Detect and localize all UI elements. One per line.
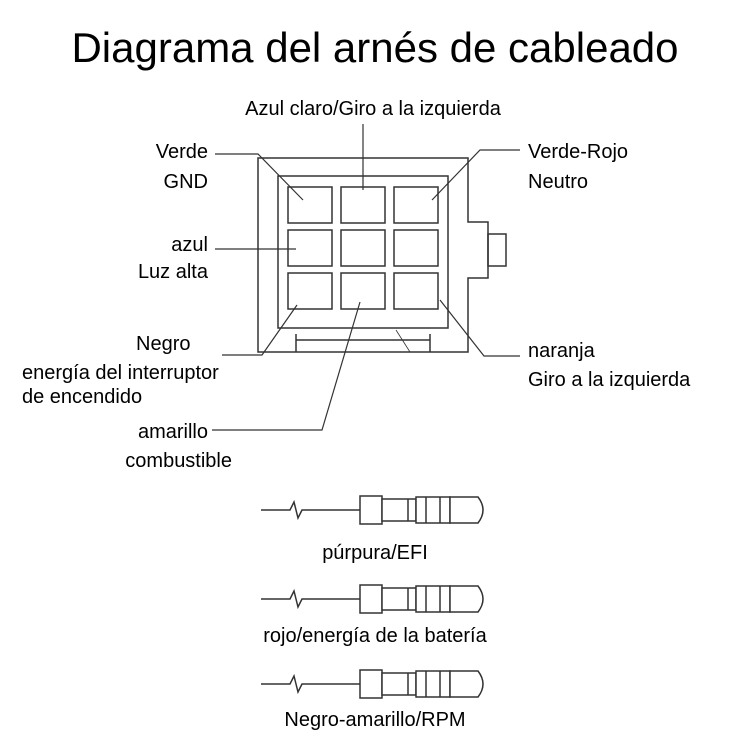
label-mid-left-color: azul <box>171 234 208 256</box>
pin-2 <box>340 186 386 224</box>
pin-8 <box>340 272 386 310</box>
label-bottom-right-color: naranja <box>528 340 595 362</box>
label-top: Azul claro/Giro a la izquierda <box>245 98 501 120</box>
leader-bottom-mid <box>212 301 361 431</box>
pin-1 <box>287 186 333 224</box>
leader-lines <box>212 124 520 431</box>
wire-label-3: Negro-amarillo/RPM <box>284 709 466 731</box>
label-top-left-func: GND <box>163 171 208 193</box>
label-bottom-right-func: Giro a la izquierda <box>528 369 691 391</box>
pin-4 <box>287 229 333 267</box>
label-top-right-func: Neutro <box>528 171 589 193</box>
pin-5 <box>340 229 386 267</box>
label-top-left-color: Verde <box>155 141 208 163</box>
label-mid-left-func: Luz alta <box>137 261 208 283</box>
page-title: Diagrama del arnés de cableado <box>71 24 679 71</box>
wire-connector-1 <box>261 495 484 525</box>
label-bottom-left-func-2: de encendido <box>22 386 143 408</box>
label-bottom-mid-color: amarillo <box>137 421 208 443</box>
wire-label-1: púrpura/EFI <box>322 542 428 564</box>
wire-label-2: rojo/energía de la batería <box>263 625 487 647</box>
pin-3 <box>393 186 439 224</box>
leader-top-right <box>431 149 520 201</box>
leader-top-left <box>215 153 304 201</box>
wire-connector-3 <box>261 669 484 699</box>
leader-bottom-right <box>439 299 520 357</box>
wire-connector-2 <box>261 584 484 614</box>
label-bottom-left-func-1: energía del interruptor <box>22 362 219 384</box>
label-top-right-color: Verde-Rojo <box>528 141 629 163</box>
leader-bottom-left <box>222 304 298 356</box>
pin-6 <box>393 229 439 267</box>
pin-7 <box>287 272 333 310</box>
label-bottom-mid-func: combustible <box>125 450 232 472</box>
pin-9 <box>393 272 439 310</box>
connector-pins <box>287 186 439 310</box>
label-bottom-left-color: Negro <box>136 333 191 355</box>
